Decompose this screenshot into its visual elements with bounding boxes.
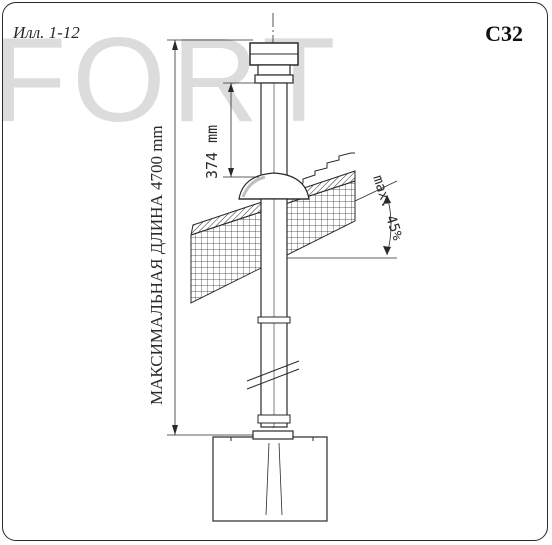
figure-label: Илл. 1-12: [13, 23, 80, 42]
terminal-height-label: 374 mm: [203, 125, 221, 179]
max-length-label: МАКСИМАЛЬНАЯ ДЛИНА 4700 mm: [147, 125, 166, 405]
break-mark: [246, 360, 300, 382]
figure-frame: FORT: [2, 2, 548, 541]
flue-diagram: FORT: [3, 13, 405, 522]
slope-label: max. 45%: [369, 173, 405, 243]
roof-tiles: [292, 152, 355, 190]
configuration-code: C32: [485, 21, 523, 46]
boiler-body: [212, 436, 328, 522]
